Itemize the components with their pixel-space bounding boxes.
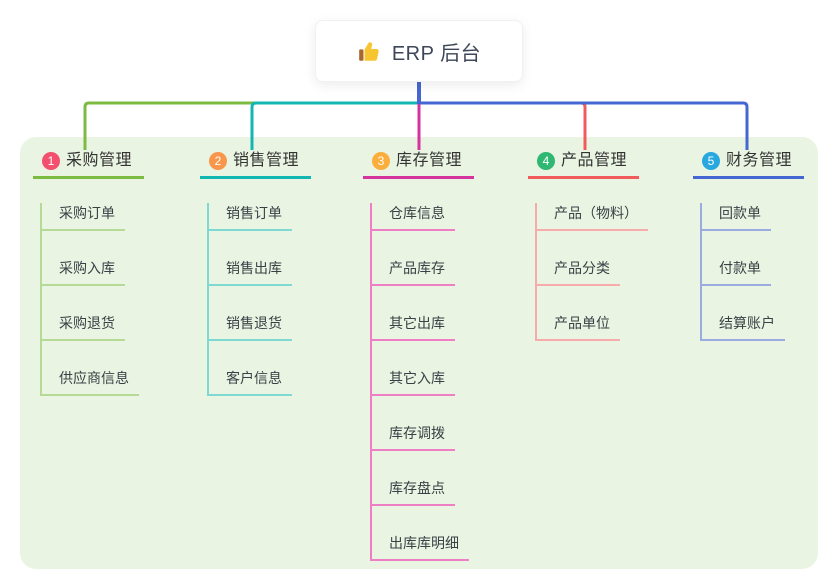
- child-node[interactable]: 付款单: [702, 258, 771, 286]
- child-node[interactable]: 仓库信息: [372, 203, 455, 231]
- branch-header[interactable]: 3 库存管理: [363, 150, 475, 179]
- child-node[interactable]: 产品单位: [537, 313, 620, 341]
- child-node[interactable]: 采购退货: [42, 313, 125, 341]
- branch-children: 销售订单销售出库销售退货客户信息: [207, 203, 292, 396]
- branch-column: 1 采购管理采购订单采购入库采购退货供应商信息: [33, 150, 145, 396]
- branch-children: 采购订单采购入库采购退货供应商信息: [40, 203, 139, 396]
- branch-label: 财务管理: [726, 152, 793, 169]
- child-node[interactable]: 库存调拨: [372, 423, 455, 451]
- child-node[interactable]: 销售退货: [209, 313, 292, 341]
- branch-header[interactable]: 2 销售管理: [200, 150, 312, 179]
- root-node-label: ERP 后台: [391, 42, 482, 65]
- child-node[interactable]: 其它出库: [372, 313, 455, 341]
- branch-header[interactable]: 4 产品管理: [528, 150, 640, 179]
- child-node[interactable]: 产品（物料）: [537, 203, 648, 231]
- branch-label: 采购管理: [66, 152, 133, 169]
- child-node[interactable]: 销售订单: [209, 203, 292, 231]
- branch-number-badge: 1: [42, 152, 60, 170]
- branch-number-badge: 2: [209, 152, 227, 170]
- branch-number-badge: 5: [702, 152, 720, 170]
- branch-column: 4 产品管理产品（物料） 产品分类产品单位: [528, 150, 648, 341]
- child-node[interactable]: 其它入库: [372, 368, 455, 396]
- child-node[interactable]: 产品分类: [537, 258, 620, 286]
- branch-number-badge: 3: [372, 152, 390, 170]
- child-node[interactable]: 客户信息: [209, 368, 292, 396]
- branches-panel: [20, 137, 818, 569]
- branch-column: 5 财务管理回款单付款单结算账户: [693, 150, 805, 341]
- branch-header[interactable]: 5 财务管理: [693, 150, 805, 179]
- child-node[interactable]: 回款单: [702, 203, 771, 231]
- child-node[interactable]: 出库库明细: [372, 533, 469, 561]
- branch-children: 仓库信息产品库存其它出库其它入库库存调拨库存盘点出库库明细: [370, 203, 469, 561]
- child-node[interactable]: 结算账户: [702, 313, 785, 341]
- child-node[interactable]: 库存盘点: [372, 478, 455, 506]
- child-node[interactable]: 采购入库: [42, 258, 125, 286]
- branch-children: 回款单付款单结算账户: [700, 203, 785, 341]
- branch-children: 产品（物料） 产品分类产品单位: [535, 203, 648, 341]
- child-node[interactable]: 产品库存: [372, 258, 455, 286]
- branch-number-badge: 4: [537, 152, 555, 170]
- child-node[interactable]: 采购订单: [42, 203, 125, 231]
- child-node[interactable]: 供应商信息: [42, 368, 139, 396]
- root-node[interactable]: ERP 后台: [315, 20, 523, 82]
- branch-column: 2 销售管理销售订单销售出库销售退货客户信息: [200, 150, 312, 396]
- branch-label: 库存管理: [396, 152, 463, 169]
- branch-label: 产品管理: [561, 152, 628, 169]
- branch-label: 销售管理: [233, 152, 300, 169]
- branch-column: 3 库存管理仓库信息产品库存其它出库其它入库库存调拨库存盘点出库库明细: [363, 150, 475, 561]
- child-node[interactable]: 销售出库: [209, 258, 292, 286]
- branch-header[interactable]: 1 采购管理: [33, 150, 145, 179]
- thumbs-up-icon: [358, 42, 379, 61]
